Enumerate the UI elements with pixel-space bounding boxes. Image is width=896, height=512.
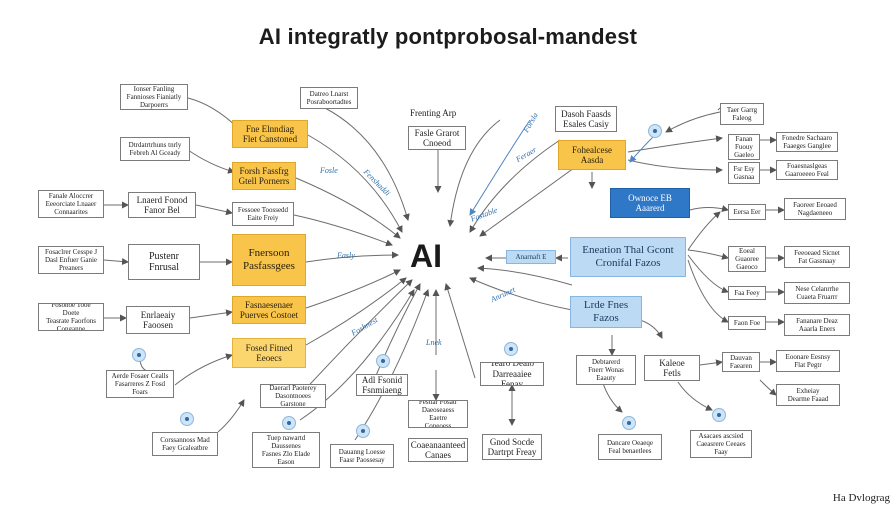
node-tl6: Aerde Fosaer Cealls Fasarreres Z Fosd Fo… bbox=[106, 370, 174, 398]
node-b2: Adl Fsonid Fsnmiaeng bbox=[356, 374, 408, 396]
node-tl2: Dtrdatrtrhuns tnrly Febreh Al Gceady bbox=[120, 137, 190, 161]
node-far5: Eoeal Guaoree Gaeoco bbox=[728, 246, 766, 272]
node-b3: Tuep nawartd Daussenes Fasnes Zlo Elade … bbox=[252, 432, 320, 468]
node-b1: Daerarl Paoterey Dasontnoees Garstone bbox=[260, 384, 326, 408]
circle-node-icon bbox=[180, 412, 194, 426]
node-tl5: Fosonoe Tooe Doete Teasrate Faorfons Con… bbox=[38, 303, 104, 331]
circle-node-icon bbox=[504, 342, 518, 356]
edge-tag-right: Anarnaft E bbox=[506, 250, 556, 264]
node-b7: Tearo Dealo Darreaaiee Fenay bbox=[480, 362, 544, 386]
diagram-title: AI integratly pontprobosal-mandest bbox=[258, 24, 638, 49]
node-far2: Fanan Fuouy Gaeleo bbox=[728, 134, 760, 160]
node-y4: Fasnaesenaer Puerves Costoet bbox=[232, 296, 306, 324]
node-r1: Dasoh Faasds Esales Casiy bbox=[555, 106, 617, 132]
edge-label: Easly bbox=[337, 251, 355, 260]
circle-node-icon bbox=[356, 424, 370, 438]
node-r3: Ownoce EB Aaarerd bbox=[610, 188, 690, 218]
node-tl4: Fosaclrer Cesspe J Dasl Enfuer Ganie Pre… bbox=[38, 246, 104, 274]
node-r5: Lrde Fnes Fazos bbox=[570, 296, 642, 328]
node-m1: Lnaerd Fonod Fanor Bel bbox=[128, 192, 196, 218]
node-top1: Datreo Lnarst Posraboortadtes bbox=[300, 87, 358, 109]
node-r8: Dancare Oeaeqe Feal benaetlees bbox=[598, 434, 662, 460]
node-tl1: Ionser Fanling Fannioses Fianiatly Darpo… bbox=[120, 84, 188, 110]
node-b8: Gnod Socde Dartrpt Freay bbox=[482, 434, 542, 460]
edge-label: Fosle bbox=[320, 166, 338, 175]
node-far4: Eersa Eer bbox=[728, 204, 766, 220]
node-b5: Festtar Fosatr Daeoseaess Eaetre Coneoes… bbox=[408, 400, 468, 428]
node-far6: Faa Feey bbox=[728, 286, 766, 300]
node-fr4: Feeoeaed Sicnet Fat Gassnaay bbox=[784, 246, 850, 268]
node-y2: Forsh Fassfrg Gtell Pornerrs bbox=[232, 162, 296, 190]
node-y5: Fosed Fitned Eeoecs bbox=[232, 338, 306, 368]
edge-label: Lnek bbox=[426, 338, 442, 347]
node-fr5: Nese Celanrrhe Cuaeta Fruarrr bbox=[784, 282, 850, 304]
node-far1: Taer Garrg Faleog bbox=[720, 103, 764, 125]
node-m2: Fessoee Toossedd Eaite Freiy bbox=[232, 202, 294, 226]
node-b6: Coaeanaanteed Canaes bbox=[408, 438, 468, 462]
circle-node-icon bbox=[282, 416, 296, 430]
node-far3: Fsr Esy Gasnaa bbox=[728, 162, 760, 184]
circle-node-icon bbox=[622, 416, 636, 430]
circle-node-icon bbox=[712, 408, 726, 422]
node-tl7: Corssannoss Mad Faey Gcaleatbre bbox=[152, 432, 218, 456]
node-r2: Fohealcese Aasda bbox=[558, 140, 626, 170]
brand-watermark: Ha Dvlograg bbox=[832, 492, 890, 504]
node-top2: Fasle Grarot Cnoeod bbox=[408, 126, 466, 150]
node-far7: Faon Foe bbox=[728, 316, 766, 330]
node-b4: Dauanng Loesse Faasr Paossesay bbox=[330, 444, 394, 468]
node-r7: Kaleoe Fetls bbox=[644, 355, 700, 381]
node-fr6: Fananare Deaz Aaarla Eners bbox=[784, 314, 850, 336]
circle-node-icon bbox=[132, 348, 146, 362]
circle-node-icon bbox=[648, 124, 662, 138]
node-fr8: Exheiay Dearme Faaad bbox=[776, 384, 840, 406]
node-fr1: Fonedre Sachaaro Faaeges Ganglee bbox=[776, 132, 838, 152]
node-fr3: Faoreer Eeoaed Nagdaeneeo bbox=[784, 198, 846, 220]
circle-node-icon bbox=[376, 354, 390, 368]
node-fr2: Foaesnaslgeas Gaaroeeeo Feal bbox=[776, 160, 838, 180]
node-m3: Pustenr Fnrusal bbox=[128, 244, 200, 280]
node-m4: Enrlaeaiy Faoosen bbox=[126, 306, 190, 334]
node-y1: Fne Elnndiag Flet Canstoned bbox=[232, 120, 308, 148]
node-r9: Asacaes ascsied Caeasrere Ceeaes Faay bbox=[690, 430, 752, 458]
node-r6: Debtarerd Fnerr Wonas Eaauty bbox=[576, 355, 636, 385]
node-tl3: Fanale Aloccrer Eeeorciate Lnaaer Connaa… bbox=[38, 190, 104, 218]
center-node-ai: AI bbox=[410, 238, 442, 274]
heading-label: Frenting Arp bbox=[410, 108, 457, 118]
node-r4: Eneation Thal Gcont Cronifal Fazos bbox=[570, 237, 686, 277]
node-far8: Dauvan Faearen bbox=[722, 352, 760, 372]
node-y3: Fnersoon Pasfassgees bbox=[232, 234, 306, 286]
node-fr7: Eoonare Eesnsy Flat Pegtr bbox=[776, 350, 840, 372]
